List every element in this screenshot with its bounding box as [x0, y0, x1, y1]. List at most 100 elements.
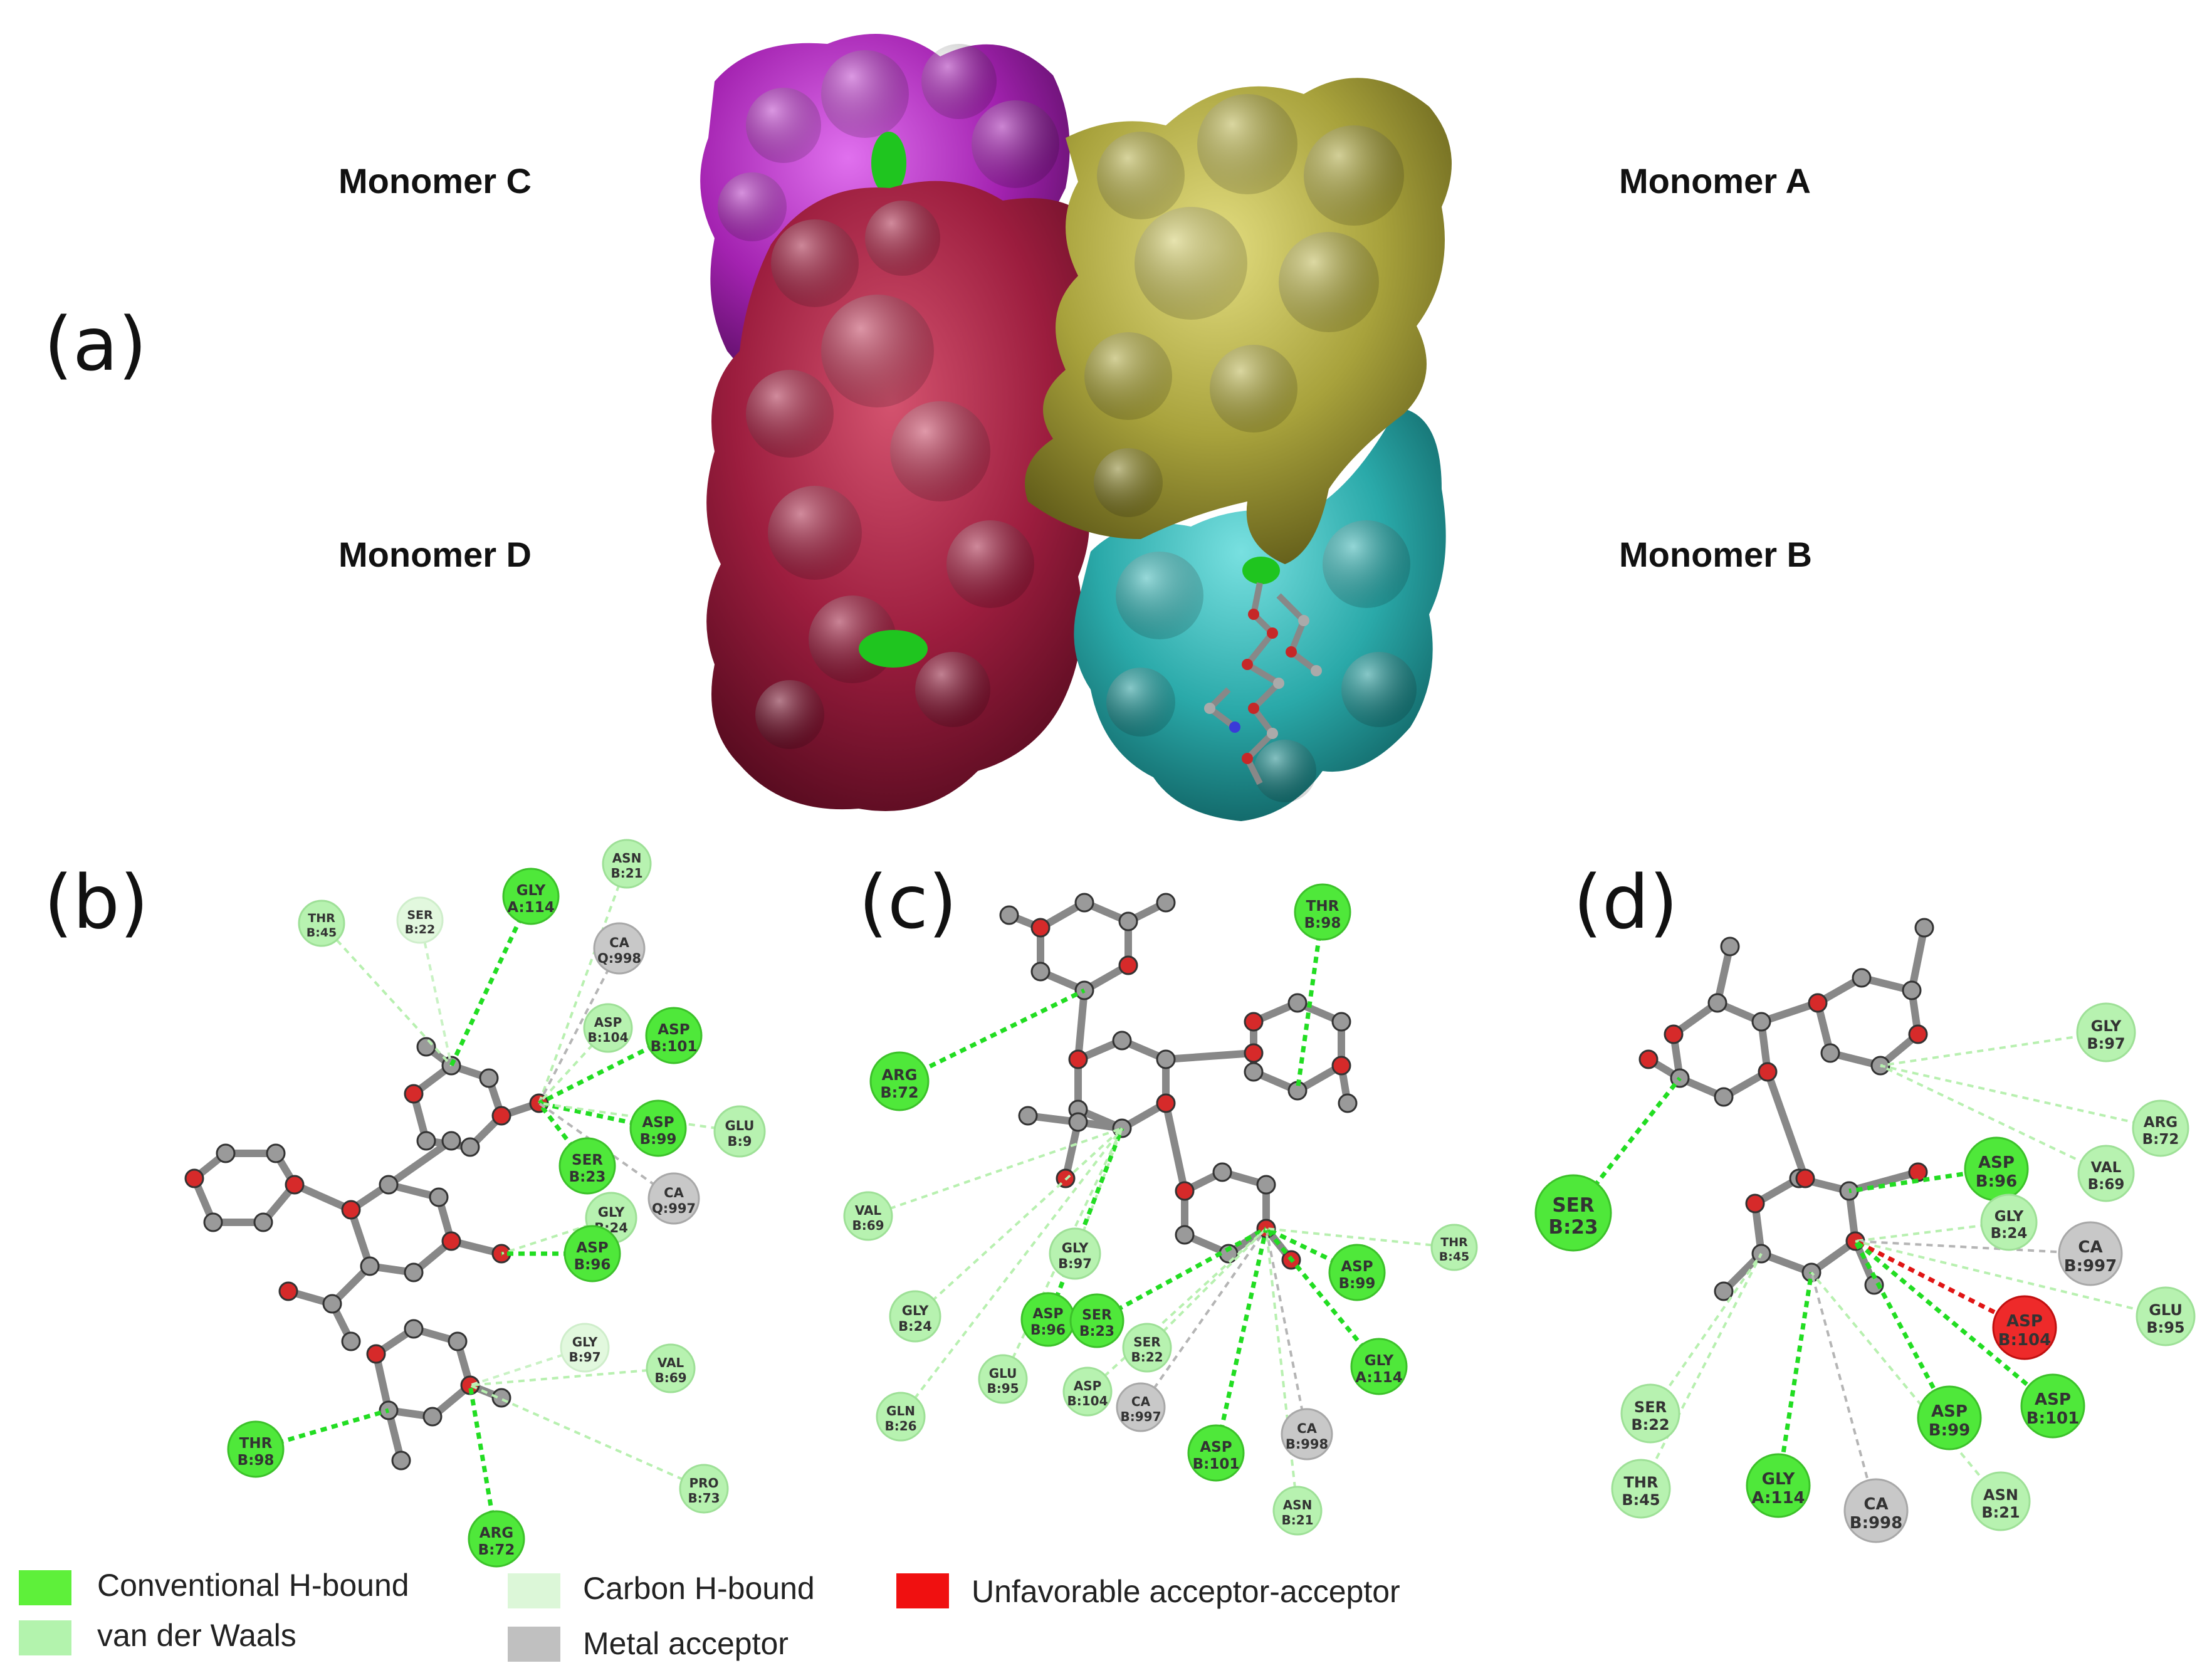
- ligand-site-d: [859, 630, 928, 668]
- residue-d-ca-b998: CAB:998: [1843, 1478, 1909, 1543]
- atom: [1068, 1112, 1088, 1132]
- interaction-line-b: [469, 1367, 671, 1387]
- interaction-line-c: [1146, 1227, 1267, 1349]
- residue-id: B:9: [727, 1134, 752, 1149]
- residue-name: CA: [609, 935, 629, 950]
- interaction-line-c: [1264, 1227, 1381, 1368]
- atom: [1852, 968, 1872, 988]
- atom: [422, 1407, 443, 1427]
- residue-id: B:73: [688, 1491, 720, 1506]
- residue-name: ASP: [642, 1114, 674, 1131]
- atom: [1074, 893, 1094, 913]
- atom: [441, 1231, 461, 1251]
- residue-disc: [1187, 1424, 1245, 1482]
- interaction-line-c: [1266, 1227, 1455, 1249]
- atom: [429, 1187, 449, 1207]
- residue-disc: [843, 1191, 893, 1241]
- atom: [404, 1262, 424, 1282]
- atom: [1820, 1043, 1840, 1063]
- residue-id: B:997: [1121, 1409, 1161, 1424]
- atom: [1795, 1168, 1815, 1188]
- residue-name: SER: [1634, 1398, 1667, 1416]
- residue-disc: [1971, 1471, 2031, 1531]
- residue-disc: [593, 922, 646, 975]
- residue-disc: [2020, 1373, 2085, 1439]
- legend-label-van-der-waals: van der Waals: [97, 1618, 296, 1653]
- atom: [1914, 918, 1934, 938]
- atom: [1212, 1162, 1232, 1182]
- atom: [1714, 1281, 1734, 1301]
- residue-b-ca-q997: CAQ:997: [647, 1172, 700, 1225]
- residue-name: GLY: [2091, 1017, 2122, 1035]
- residue-id: B:69: [654, 1370, 686, 1385]
- residue-id: Q:998: [597, 951, 641, 966]
- atom: [341, 1331, 361, 1351]
- residue-name: ASP: [1033, 1306, 1064, 1322]
- interaction-line-c: [868, 1127, 1123, 1217]
- residue-id: B:96: [1030, 1323, 1066, 1338]
- atom: [1714, 1087, 1734, 1107]
- monomer-a-label: Monomer A: [1619, 161, 1811, 201]
- atom: [1030, 918, 1051, 938]
- residue-name: CA: [1863, 1495, 1888, 1514]
- residue-id: B:24: [1991, 1225, 2028, 1242]
- residue-id: B:45: [307, 926, 337, 940]
- interaction-line-c: [899, 1127, 1123, 1418]
- residue-name: GLY: [598, 1205, 625, 1220]
- residue-id: B:998: [1850, 1514, 1903, 1533]
- residue-disc: [2076, 1002, 2136, 1062]
- monomer-d-surface: [706, 181, 1118, 811]
- residue-name: ASN: [1283, 1497, 1313, 1513]
- interaction-line-d: [1853, 1239, 2055, 1408]
- atom: [1808, 993, 1828, 1013]
- residue-id: B:21: [1981, 1504, 2020, 1521]
- legend-label-conventional-hbond: Conventional H-bound: [97, 1568, 409, 1603]
- interaction-line-d: [1810, 1271, 2002, 1503]
- residue-id: B:72: [880, 1084, 918, 1101]
- residue-name: THR: [1624, 1474, 1659, 1491]
- residue-id: Q:997: [652, 1201, 696, 1216]
- residue-disc: [1294, 883, 1351, 941]
- atom: [460, 1137, 480, 1157]
- residue-name: ASN: [1983, 1486, 2018, 1504]
- atom: [416, 1037, 436, 1057]
- monomer-a-surface: [1025, 78, 1452, 565]
- residue-name: GLU: [2149, 1301, 2183, 1319]
- residue-b-ca-q998: CAQ:998: [593, 922, 646, 975]
- atom: [999, 905, 1019, 925]
- residue-disc: [1281, 1408, 1333, 1461]
- atom: [1244, 1062, 1264, 1082]
- panel-d-label: (d): [1573, 859, 1678, 945]
- interaction-line-c: [1295, 911, 1325, 1091]
- residue-name: ASP: [1931, 1402, 1968, 1421]
- atom: [416, 1131, 436, 1151]
- residue-disc: [1843, 1478, 1909, 1543]
- legend-label-carbon-hbond: Carbon H-bound: [583, 1571, 815, 1606]
- atom: [1175, 1225, 1195, 1245]
- atom: [491, 1106, 511, 1126]
- atom: [1664, 1024, 1684, 1044]
- residue-name: GLY: [1062, 1240, 1089, 1256]
- residue-id: B:97: [1058, 1256, 1092, 1271]
- residue-name: GLY: [902, 1303, 929, 1318]
- residue-id: B:104: [588, 1030, 629, 1045]
- residue-id: B:96: [1976, 1172, 2017, 1191]
- residue-name: GLY: [572, 1335, 598, 1350]
- residue-disc: [468, 1510, 525, 1568]
- interaction-line-c: [1265, 1228, 1299, 1511]
- residue-name: THR: [1440, 1235, 1468, 1249]
- residue-id: B:23: [569, 1169, 606, 1185]
- atom: [216, 1143, 236, 1163]
